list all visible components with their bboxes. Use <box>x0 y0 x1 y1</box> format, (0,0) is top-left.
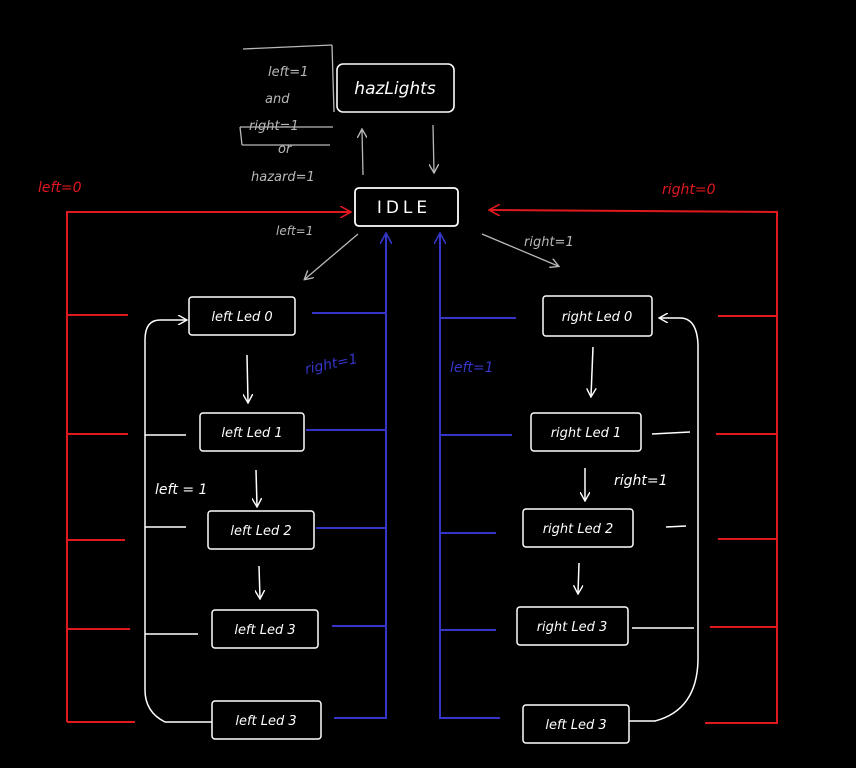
state-left-led-3: left Led 3 <box>211 609 319 649</box>
state-right-led-4-label: left Led 3 <box>545 718 606 733</box>
state-right-led-3: right Led 3 <box>516 606 629 646</box>
haz-cond-3: right=1 <box>249 119 299 134</box>
state-left-led-0: left Led 0 <box>188 296 296 336</box>
haz-cond-5: hazard=1 <box>251 170 315 185</box>
right-reset-lines <box>490 210 778 724</box>
state-idle: IDLE <box>354 187 459 227</box>
right-reset-label: right=0 <box>662 182 716 198</box>
haz-cond-1: left=1 <box>268 65 308 80</box>
idle-to-left-label: left=1 <box>276 224 313 238</box>
left-back-lines <box>306 234 386 719</box>
state-left-led-4-label: left Led 3 <box>235 714 296 729</box>
left-back-label: right=1 <box>304 351 360 378</box>
left-reset-lines <box>66 212 350 723</box>
state-idle-label: IDLE <box>377 198 431 218</box>
haz-cond-2: and <box>265 92 290 107</box>
right-advance-arrows <box>578 318 699 722</box>
right-loop-label: right=1 <box>614 473 668 489</box>
state-left-led-4: left Led 3 <box>211 700 322 740</box>
state-right-led-2: right Led 2 <box>522 508 634 548</box>
right-back-label: left=1 <box>450 360 494 376</box>
left-reset-label: left=0 <box>38 180 82 196</box>
right-back-lines <box>440 234 516 719</box>
hazard-condition: left=1 and right=1 or hazard=1 <box>249 65 315 185</box>
state-right-led-0-label: right Led 0 <box>562 310 633 325</box>
state-left-led-1: left Led 1 <box>199 412 305 452</box>
state-left-led-1-label: left Led 1 <box>221 426 282 441</box>
state-haz-lights: hazLights <box>336 63 455 113</box>
state-left-led-0-label: left Led 0 <box>211 310 272 325</box>
state-left-led-3-label: left Led 3 <box>234 623 295 638</box>
left-advance-arrows <box>144 320 260 723</box>
haz-cond-4: or <box>278 142 293 157</box>
idle-transitions <box>239 44 558 279</box>
state-right-led-1: right Led 1 <box>530 412 642 452</box>
idle-to-right-label: right=1 <box>524 235 574 250</box>
left-loop-label: left = 1 <box>155 482 207 498</box>
state-haz-lights-label: hazLights <box>354 79 436 99</box>
state-left-led-2-label: left Led 2 <box>230 524 291 539</box>
state-right-led-1-label: right Led 1 <box>551 426 622 441</box>
state-right-led-4: left Led 3 <box>522 704 630 744</box>
state-right-led-3-label: right Led 3 <box>537 620 608 635</box>
state-right-led-2-label: right Led 2 <box>543 522 614 537</box>
state-right-led-0: right Led 0 <box>542 295 653 337</box>
state-left-led-2: left Led 2 <box>207 510 315 550</box>
